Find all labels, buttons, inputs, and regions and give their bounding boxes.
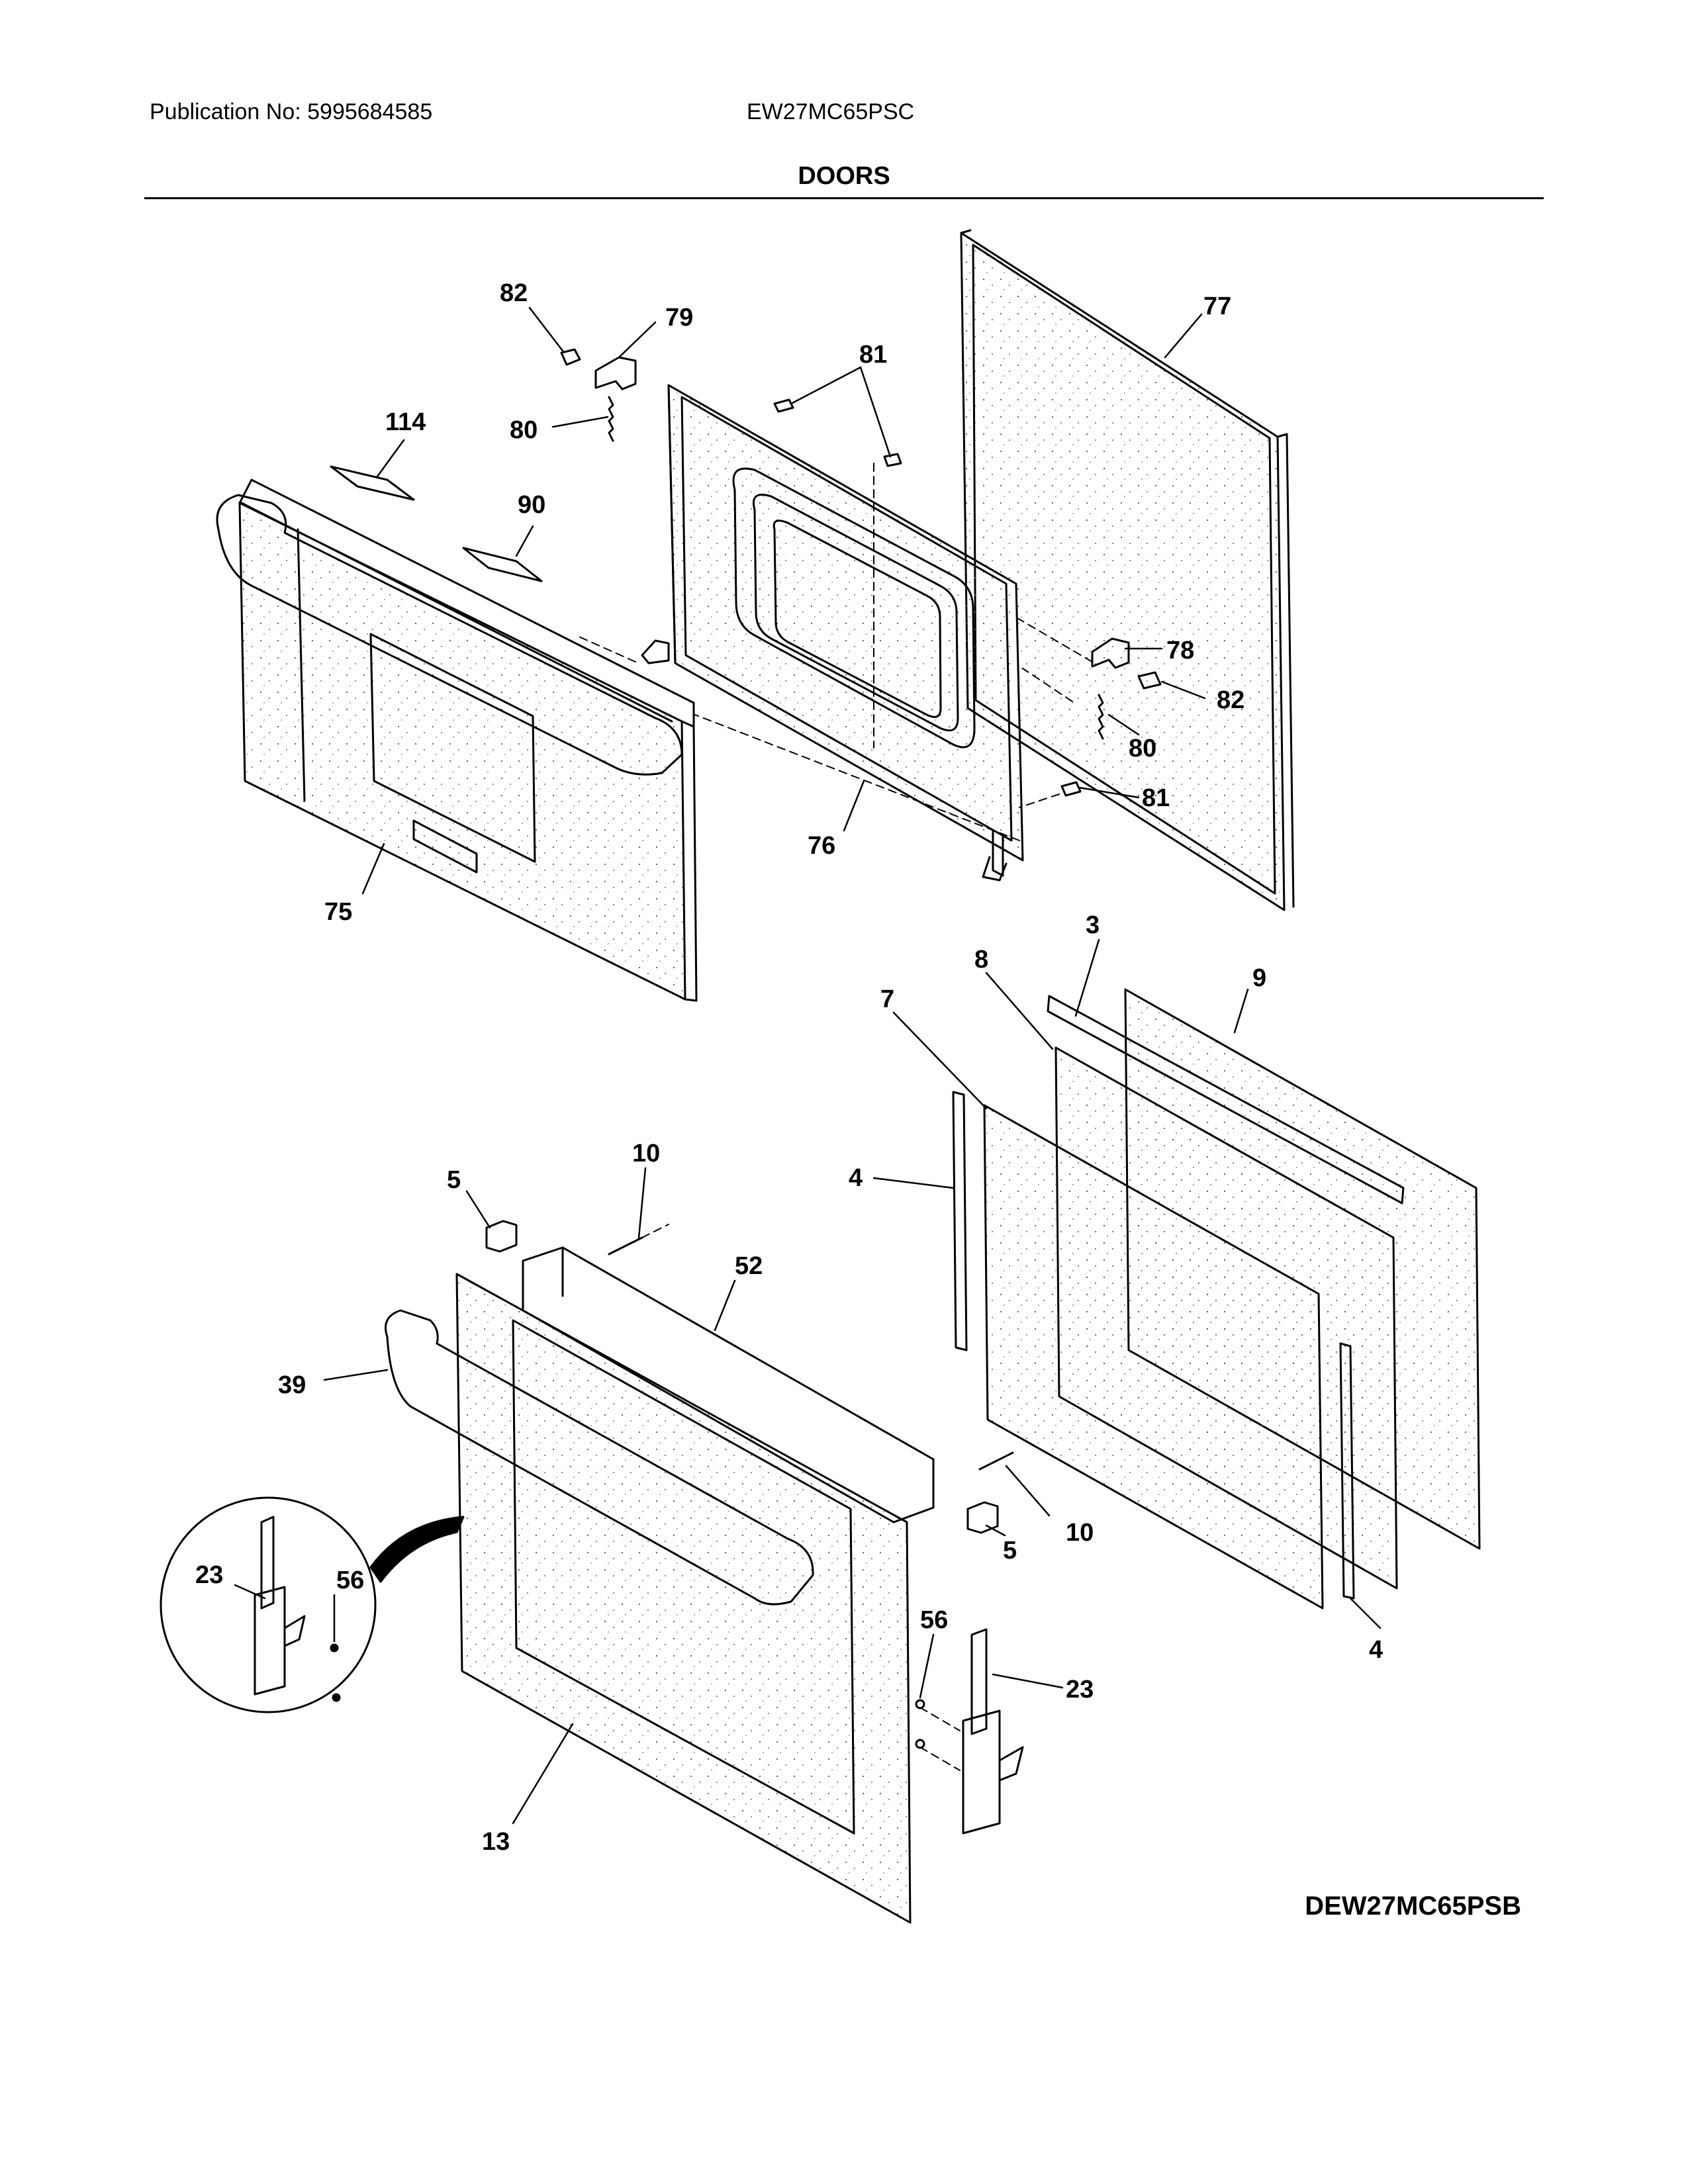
section-title: DOORS xyxy=(798,162,890,190)
callout-labels: 82 79 81 77 114 80 90 78 82 80 81 76 75 … xyxy=(195,279,1383,1856)
hinge-detail-inset xyxy=(160,1496,465,1713)
part-13-outer-door xyxy=(385,1273,912,1924)
header-rule xyxy=(144,197,1544,199)
callout-10-lower: 10 xyxy=(1066,1519,1094,1547)
part-75-outer-door xyxy=(216,478,698,1002)
part-76-inner-panel xyxy=(641,384,1024,882)
part-5-clip xyxy=(485,1220,999,1534)
callout-80-right: 80 xyxy=(1129,735,1156,762)
part-78-hinge-receiver xyxy=(1091,637,1130,669)
callout-23: 23 xyxy=(1066,1676,1094,1704)
publication-number: Publication No: 5995684585 xyxy=(150,99,433,124)
callout-80: 80 xyxy=(510,416,538,444)
callout-76: 76 xyxy=(808,832,835,860)
callout-9: 9 xyxy=(1252,964,1266,992)
callout-81-right: 81 xyxy=(1142,784,1170,812)
callout-5: 5 xyxy=(447,1166,461,1194)
callout-7: 7 xyxy=(880,985,894,1013)
callout-90: 90 xyxy=(518,491,545,519)
callout-114: 114 xyxy=(385,408,426,436)
callout-56-inset: 56 xyxy=(336,1567,364,1594)
part-10-pin xyxy=(608,1236,1014,1471)
callout-81: 81 xyxy=(859,341,887,369)
callout-39: 39 xyxy=(278,1371,306,1399)
callout-23-inset: 23 xyxy=(195,1561,223,1589)
callout-4: 4 xyxy=(849,1164,863,1192)
part-3-glass-spacer xyxy=(1047,995,1405,1205)
callout-75: 75 xyxy=(324,898,352,926)
callout-52: 52 xyxy=(735,1252,763,1280)
part-82-bumper-right xyxy=(1137,671,1162,690)
part-81-screw xyxy=(773,398,1082,797)
diagram-code: DEW27MC65PSB xyxy=(1305,1891,1521,1921)
callout-56: 56 xyxy=(920,1606,948,1634)
callout-82-right: 82 xyxy=(1217,686,1244,714)
part-77-inner-frame xyxy=(960,229,1295,911)
part-52-top-trim xyxy=(522,1246,935,1524)
callout-79: 79 xyxy=(665,304,693,332)
part-80-spring xyxy=(608,396,614,442)
callout-3: 3 xyxy=(1086,911,1100,939)
callout-8: 8 xyxy=(974,946,988,974)
part-23-hinge xyxy=(962,1628,1024,1835)
assembly-guides xyxy=(575,463,1093,1771)
part-82-bumper xyxy=(560,348,581,366)
part-80-spring-right xyxy=(1098,694,1104,740)
callout-10: 10 xyxy=(632,1140,660,1167)
part-114-label xyxy=(330,465,415,501)
callout-5-lower: 5 xyxy=(1003,1537,1017,1565)
model-number: EW27MC65PSC xyxy=(747,99,915,124)
callout-78: 78 xyxy=(1166,637,1194,664)
callout-4-lower: 4 xyxy=(1369,1636,1383,1664)
leader-lines xyxy=(234,306,1382,1825)
part-79-hinge-receiver xyxy=(594,356,637,390)
callout-13: 13 xyxy=(482,1828,510,1856)
part-4-glass-retainer xyxy=(952,1091,1355,1600)
callout-77: 77 xyxy=(1203,293,1231,320)
part-90-label xyxy=(462,547,543,582)
callout-82: 82 xyxy=(500,279,528,307)
part-7-glass-panel xyxy=(983,1104,1324,1610)
